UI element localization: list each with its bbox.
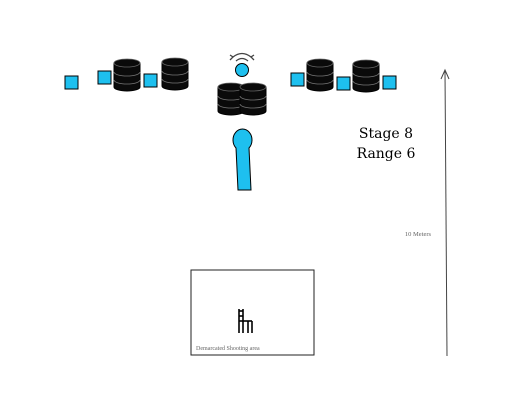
target-square — [64, 75, 79, 90]
target-square — [382, 75, 397, 90]
rotate-arrow-icon — [229, 52, 255, 62]
target-square — [290, 72, 305, 87]
stage-label: Stage 8 — [359, 126, 413, 142]
barrel — [306, 58, 334, 92]
distance-label: 10 Meters — [405, 231, 432, 238]
arrow-head-icon — [440, 68, 450, 80]
distance-arrow — [444, 70, 448, 357]
target-square — [143, 73, 158, 88]
range-label: Range 6 — [357, 146, 416, 162]
popper-target — [232, 128, 253, 191]
round-target — [235, 63, 249, 77]
target-square — [97, 70, 112, 85]
shooting-area-box — [190, 269, 315, 356]
barrel — [239, 82, 267, 116]
barrel — [352, 59, 380, 93]
barrel — [113, 58, 141, 92]
chair-icon — [238, 309, 253, 333]
shooting-area-label: Demarcated Shooting area — [196, 346, 260, 352]
target-square — [336, 76, 351, 91]
barrel — [161, 57, 189, 91]
